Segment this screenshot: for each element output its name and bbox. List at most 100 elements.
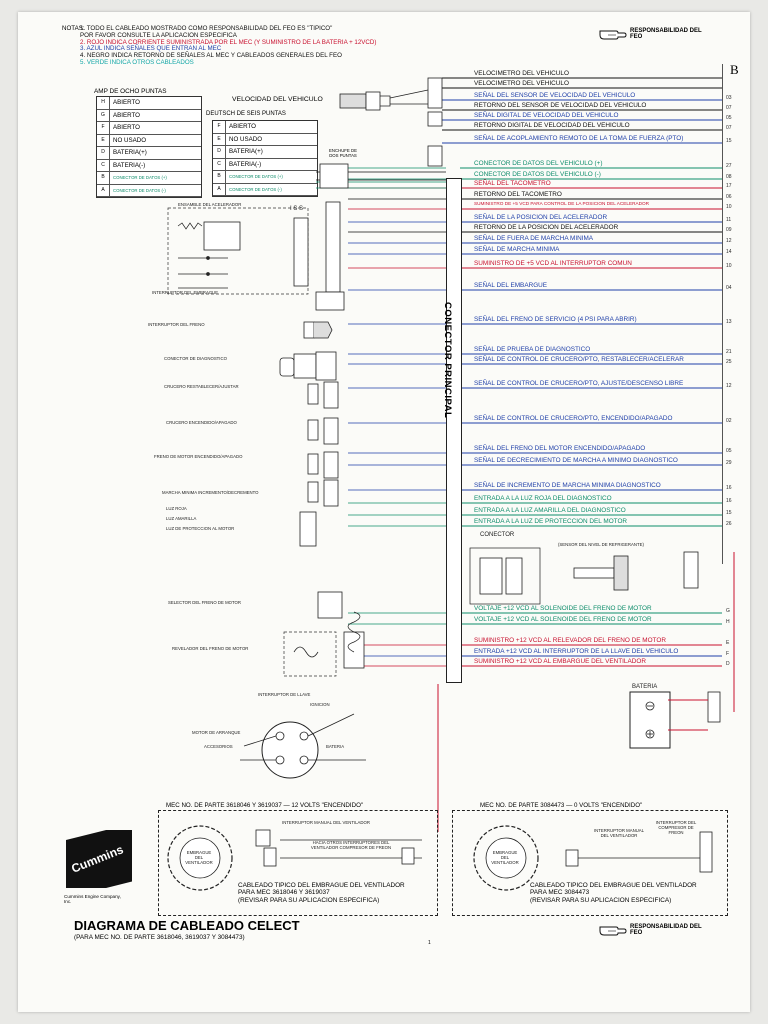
mec-right-manual: INTERRUPTOR MANUAL DEL VENTILADOR bbox=[593, 828, 645, 838]
signal-label: ENTRADA +12 VCD AL INTERRUPTOR DE LA LLA… bbox=[474, 648, 679, 655]
mec-left-caption: CABLEADO TIPICO DEL EMBRAGUE DEL VENTILA… bbox=[238, 882, 405, 904]
pin-letter: F bbox=[97, 122, 110, 134]
right-edge-strip bbox=[722, 64, 737, 564]
relay-icon bbox=[283, 631, 337, 677]
pin-number: D bbox=[726, 661, 730, 667]
pin-number: 16 bbox=[726, 485, 732, 491]
signal-label: SUMINISTRO DE +5 VCD PARA CONTROL DE LA … bbox=[474, 201, 649, 206]
signal-label: RETORNO DIGITAL DE VELOCIDAD DEL VEHICUL… bbox=[474, 122, 630, 129]
pin-number: 05 bbox=[726, 115, 732, 121]
pointing-hand-icon bbox=[598, 26, 628, 42]
wiring-diagram bbox=[167, 77, 735, 891]
speed-sensor-icon bbox=[339, 77, 443, 167]
pin-number: 29 bbox=[726, 460, 732, 466]
iss-label: I S S bbox=[290, 206, 304, 212]
pin-number: H bbox=[726, 619, 730, 625]
notes-label: NOTAS: bbox=[62, 25, 85, 32]
signal-label: SEÑAL DEL EMBARGUE bbox=[474, 282, 548, 289]
cummins-logo: Cummins bbox=[66, 823, 132, 898]
signal-label: CONECTOR DE DATOS DEL VEHICULO (+) bbox=[474, 160, 603, 167]
pin-number: 10 bbox=[726, 204, 732, 210]
signal-label: VELOCIMETRO DEL VEHICULO bbox=[474, 70, 569, 77]
signal-label: SEÑAL DE MARCHA MINIMA bbox=[474, 246, 560, 253]
pin-letter: H bbox=[97, 97, 110, 109]
signal-label: SUMINISTRO +12 VCD AL EMBARGUE DEL VENTI… bbox=[474, 658, 646, 665]
coolant-connector-icon bbox=[469, 547, 541, 605]
pin-letter: E bbox=[97, 134, 110, 146]
signal-label: ENTRADA A LA LUZ AMARILLA DEL DIAGNOSTIC… bbox=[474, 507, 626, 514]
pin-number: G bbox=[726, 608, 730, 614]
note-line: POR FAVOR CONSULTE LA APLICACION ESPECIF… bbox=[80, 31, 237, 39]
pin-number: 06 bbox=[726, 194, 732, 200]
diagram-title: DIAGRAMA DE CABLEADO CELECT bbox=[74, 918, 300, 933]
connector-label: CONECTOR bbox=[480, 532, 515, 538]
note-line: 1. TODO EL CABLEADO MOSTRADO COMO RESPON… bbox=[80, 25, 333, 32]
switch-plug-icon bbox=[323, 381, 339, 409]
pin-label: ABIERTO bbox=[113, 124, 140, 131]
two-pin-plug-icon bbox=[319, 163, 349, 189]
clutch-label: INTERRUPTOR DEL EMBRAGUE bbox=[152, 290, 219, 295]
pin-number: 17 bbox=[726, 183, 732, 189]
page-number: 1 bbox=[428, 940, 431, 946]
pin-letter: A bbox=[213, 183, 226, 195]
pin-number: E bbox=[726, 640, 730, 646]
pointing-hand-icon-bottom bbox=[598, 922, 628, 938]
switch-body-icon bbox=[307, 481, 319, 503]
pin-label: NO USADO bbox=[113, 136, 147, 144]
note-line: 5. VERDE INDICA OTROS CABLEADOS bbox=[80, 59, 194, 66]
battery-icon bbox=[629, 691, 721, 749]
pin-label: NO USADO bbox=[229, 135, 263, 143]
note-line: 4. NEGRO INDICA RETORNO DE SEÑALES AL ME… bbox=[80, 52, 342, 60]
switch-plug-icon bbox=[323, 417, 339, 445]
signal-label: VELOCIMETRO DEL VEHICULO bbox=[474, 80, 569, 87]
signal-label: RETORNO DEL TACOMETRO bbox=[474, 191, 562, 198]
signal-label: SEÑAL DEL TACOMETRO bbox=[474, 180, 551, 187]
signal-label: SEÑAL DE ACOPLAMIENTO REMOTO DE LA TOMA … bbox=[474, 135, 684, 142]
plug-two-label: ENCHUFE DE DOS PUNTAS bbox=[329, 148, 357, 158]
mec-left-fan: EMBRAGUE DEL VENTILADOR bbox=[182, 850, 216, 865]
mec-right-pressure: INTERRUPTOR DEL COMPRESOR DE FREON bbox=[655, 820, 697, 835]
mec-right-title: MEC NO. DE PARTE 3084473 — 0 VOLTS "ENCE… bbox=[478, 802, 645, 809]
signal-label: SEÑAL DEL SENSOR DE VELOCIDAD DEL VEHICU… bbox=[474, 92, 636, 99]
pin-letter: G bbox=[97, 109, 110, 121]
pin-label: ABIERTO bbox=[113, 99, 140, 106]
amber-light-label: LUZ AMARILLA bbox=[166, 516, 197, 521]
signal-label: VOLTAJE +12 VCD AL SOLENOIDE DEL FRENO D… bbox=[474, 605, 652, 612]
wiring-sheet: NOTAS: 1. TODO EL CABLEADO MOSTRADO COMO… bbox=[18, 12, 750, 1012]
responsibility-top: RESPONSABILIDAD DEL FEO bbox=[630, 28, 702, 40]
switch-body-icon bbox=[307, 383, 319, 405]
pin-number: 10 bbox=[726, 263, 732, 269]
pin-number: 02 bbox=[726, 418, 732, 424]
pin-label: BATERIA(+) bbox=[229, 148, 263, 155]
signal-label: SEÑAL DEL FRENO DEL MOTOR ENCENDIDO/APAG… bbox=[474, 445, 646, 452]
pin-label: CONECTOR DE DATOS (+) bbox=[113, 175, 167, 180]
pin-label: CONECTOR DE DATOS (-) bbox=[113, 187, 166, 193]
signal-label: SUMINISTRO +12 VCD AL RELEVADOR DEL FREN… bbox=[474, 637, 666, 644]
deutsch6-title: DEUTSCH DE SEIS PUNTAS bbox=[206, 111, 286, 117]
starter-label: MOTOR DE ARRANQUE bbox=[192, 730, 241, 735]
pin-letter: D bbox=[213, 146, 226, 158]
amp8-title: AMP DE OCHO PUNTAS bbox=[94, 88, 167, 95]
signal-label: RETORNO DE LA POSICION DEL ACELERADOR bbox=[474, 224, 619, 231]
accessories-label: ACCESORIOS bbox=[204, 744, 233, 749]
pin-number: 04 bbox=[726, 285, 732, 291]
signal-label: CONECTOR DE DATOS DEL VEHICULO (-) bbox=[474, 171, 601, 178]
pin-letter: B bbox=[97, 172, 110, 184]
pin-number: F bbox=[726, 651, 730, 657]
pin-number: 11 bbox=[726, 217, 732, 223]
pin-label: BATERIA(-) bbox=[229, 160, 262, 168]
mec-left-manual: INTERRUPTOR MANUAL DEL VENTILADOR bbox=[282, 820, 370, 825]
signal-label: SUMINISTRO DE +5 VCD AL INTERRUPTOR COMU… bbox=[474, 260, 632, 267]
signal-label: SEÑAL DE CONTROL DE CRUCERO/PTO, ENCENDI… bbox=[474, 415, 673, 422]
pin-letter: B bbox=[213, 171, 226, 183]
switch-connectors bbox=[307, 381, 339, 507]
pin-number: 09 bbox=[726, 227, 732, 233]
